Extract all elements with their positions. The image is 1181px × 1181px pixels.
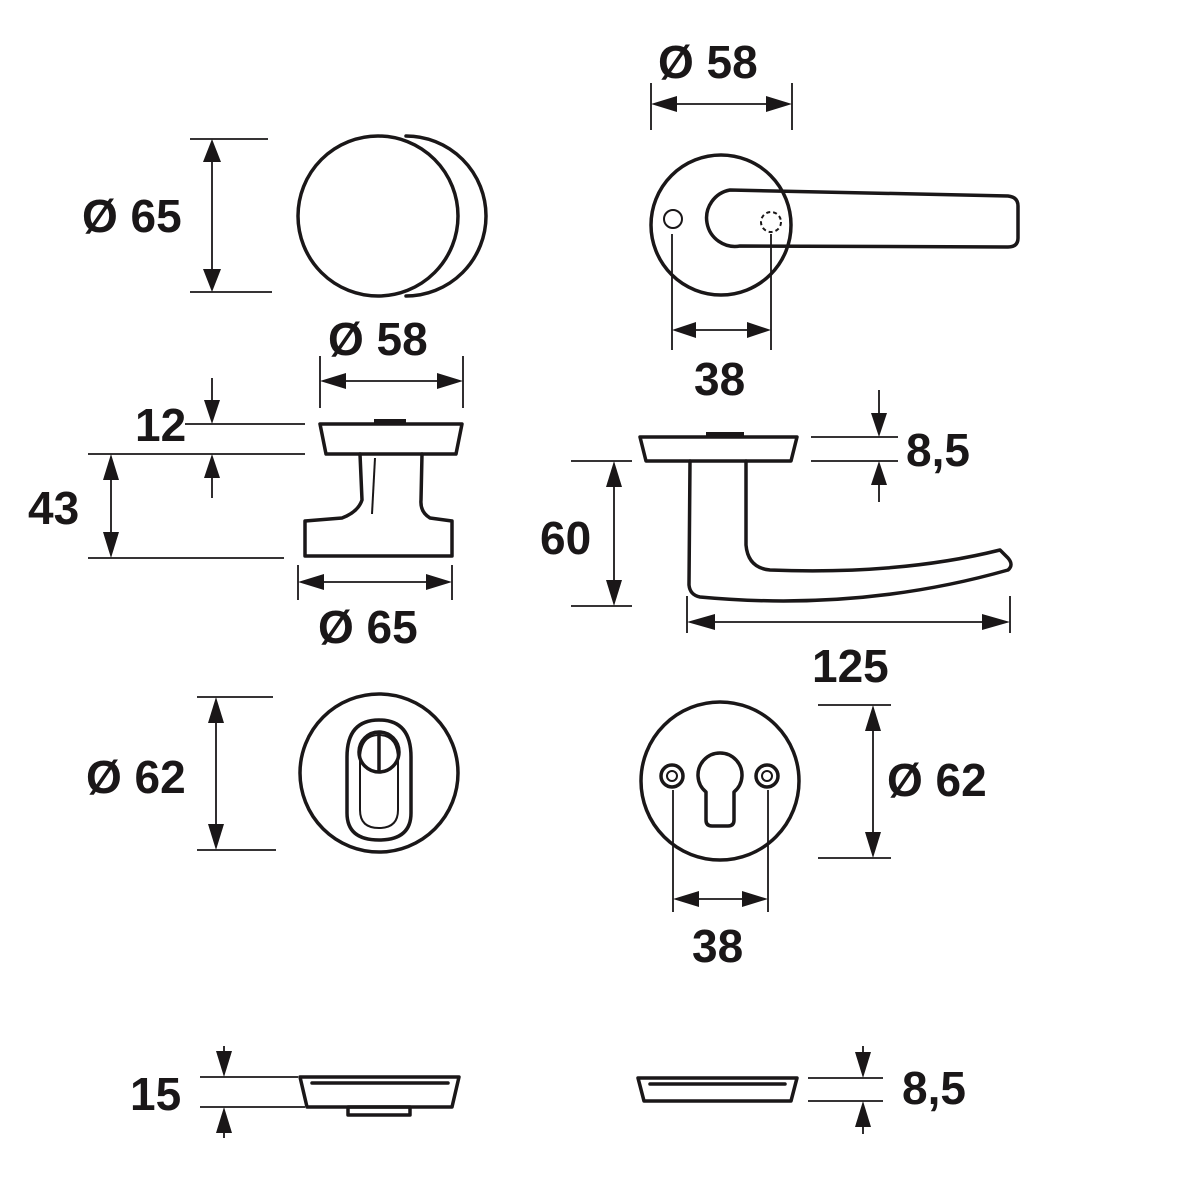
dim-lever-length: 125 [812,640,889,692]
dim-escutcheon-right-diameter: Ø 62 [887,754,987,806]
knob-front-view: Ø 65 [82,134,488,298]
cylinder-escutcheon-front-view: Ø 62 38 [639,700,987,972]
dim-escutcheon-hole-spacing: 38 [692,920,743,972]
dim-knob-height: 43 [28,482,79,534]
dim-knob-side-rose-diameter: Ø 58 [328,313,428,365]
dim-knob-rose-diameter: Ø 65 [82,190,182,242]
dim-lever-hole-spacing: 38 [694,353,745,405]
dim-knob-rose-thickness: 12 [135,399,186,451]
dim-escutcheon-left-thickness: 15 [130,1068,181,1120]
lever-side-view: 8,5 60 125 [540,390,1013,692]
dim-knob-base-diameter: Ø 65 [318,601,418,653]
dim-escutcheon-right-thickness: 8,5 [902,1062,966,1114]
dim-lever-height: 60 [540,512,591,564]
knob-side-view: Ø 58 12 43 Ø 65 [28,313,464,653]
thumbturn-escutcheon-side-view: 15 [130,1046,461,1138]
cylinder-escutcheon-side-view: 8,5 [636,1046,966,1134]
lever-front-view: Ø 58 38 [649,36,1020,405]
dim-escutcheon-left-diameter: Ø 62 [86,751,186,803]
dim-lever-rose-thickness: 8,5 [906,424,970,476]
dim-lever-rose-diameter: Ø 58 [658,36,758,88]
thumbturn-escutcheon-front-view: Ø 62 [86,692,460,854]
